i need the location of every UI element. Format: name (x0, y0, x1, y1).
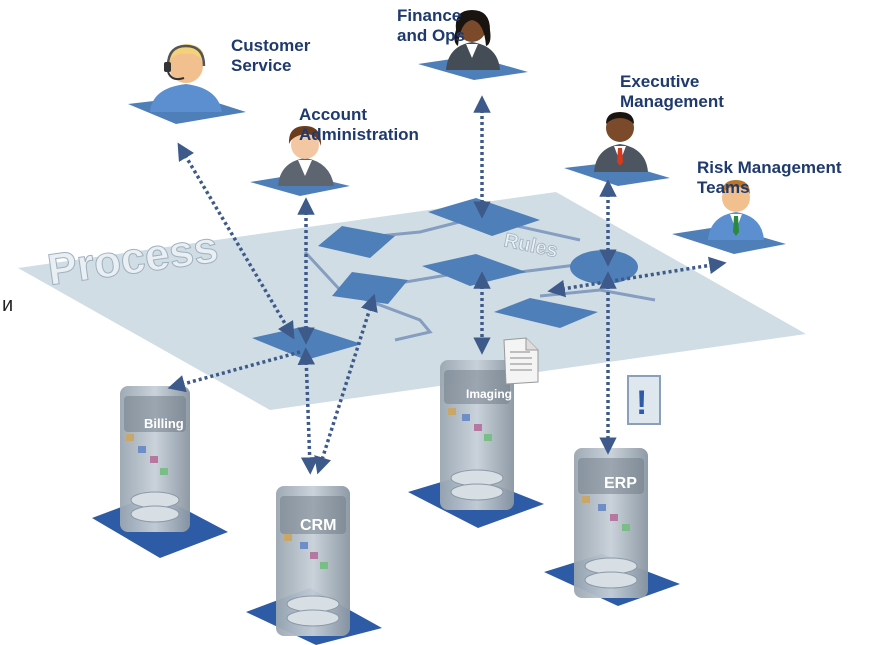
headset-icon (164, 44, 206, 81)
label-account-admin-line2: Administration (299, 125, 419, 144)
arrow-crm-a (297, 347, 319, 475)
alert-symbol: ! (636, 384, 647, 422)
process-plane (18, 192, 806, 410)
label-executive-mgmt-line2: Management (620, 92, 724, 111)
document-icon (503, 337, 539, 385)
connector-arrows (167, 95, 727, 475)
label-finance-ops-line1: Finance (397, 6, 462, 25)
server-billing: Billing (120, 386, 190, 532)
label-executive-mgmt: Executive Management (620, 72, 724, 112)
label-customer-service-line2: Service (231, 56, 292, 75)
server-imaging-label: Imaging (466, 387, 512, 401)
server-crm-label: CRM (300, 517, 336, 534)
label-customer-service-line1: Customer (231, 36, 311, 55)
process-node-left (318, 226, 395, 258)
server-imaging: Imaging (440, 360, 514, 510)
server-crm: CRM (276, 486, 350, 636)
risk-mgmt-person (708, 180, 764, 240)
executive-person (594, 112, 648, 172)
label-risk-mgmt-line2: Teams (697, 178, 750, 197)
label-customer-service: Customer Service (231, 36, 310, 76)
label-finance-ops-line2: and Ops (397, 26, 466, 45)
label-executive-mgmt-line1: Executive (620, 72, 700, 91)
label-finance-ops: Finance and Ops (397, 6, 465, 46)
label-risk-mgmt-line1: Risk Management (697, 158, 842, 177)
server-billing-label: Billing (144, 416, 184, 431)
arrow-crm-b (314, 293, 378, 475)
alert-icon: ! (627, 375, 661, 425)
arrow-customer-service (177, 142, 295, 340)
finance-ops-person (446, 10, 500, 70)
label-risk-mgmt: Risk Management Teams (697, 158, 842, 198)
stray-character: и (2, 294, 14, 316)
label-account-admin-line1: Account (299, 105, 367, 124)
customer-service-person (150, 44, 222, 112)
label-account-admin: Account Administration (299, 105, 419, 145)
server-erp: ERP (574, 448, 648, 598)
process-node-right (494, 298, 598, 328)
server-erp-label: ERP (604, 475, 637, 492)
process-node-center (422, 254, 526, 286)
